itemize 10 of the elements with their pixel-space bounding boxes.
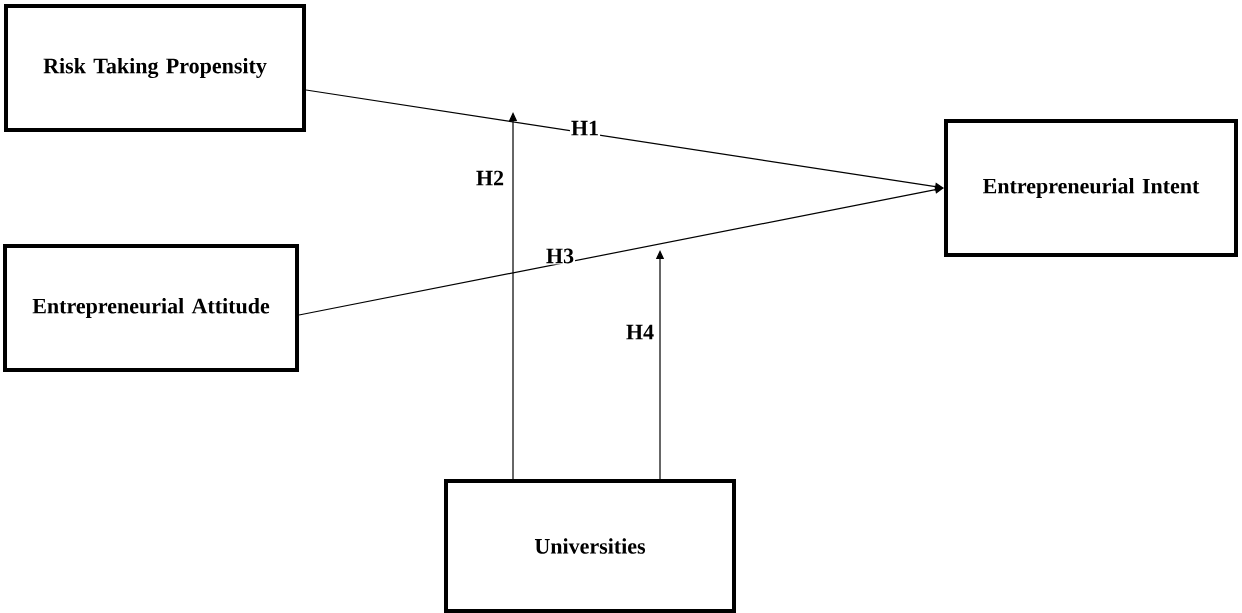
concept-box: Entrepreneurial Attitude xyxy=(3,244,299,372)
concept-box: Entrepreneurial Intent xyxy=(944,119,1238,257)
arrow xyxy=(298,185,944,316)
concept-box: Universities xyxy=(444,479,736,613)
edge-label: H2 xyxy=(474,169,506,187)
concept-box: Risk Taking Propensity xyxy=(4,4,306,132)
edge-label: H4 xyxy=(624,323,656,341)
arrow xyxy=(305,89,944,191)
edge-label: H3 xyxy=(544,247,576,265)
edge-label: H1 xyxy=(569,119,601,137)
